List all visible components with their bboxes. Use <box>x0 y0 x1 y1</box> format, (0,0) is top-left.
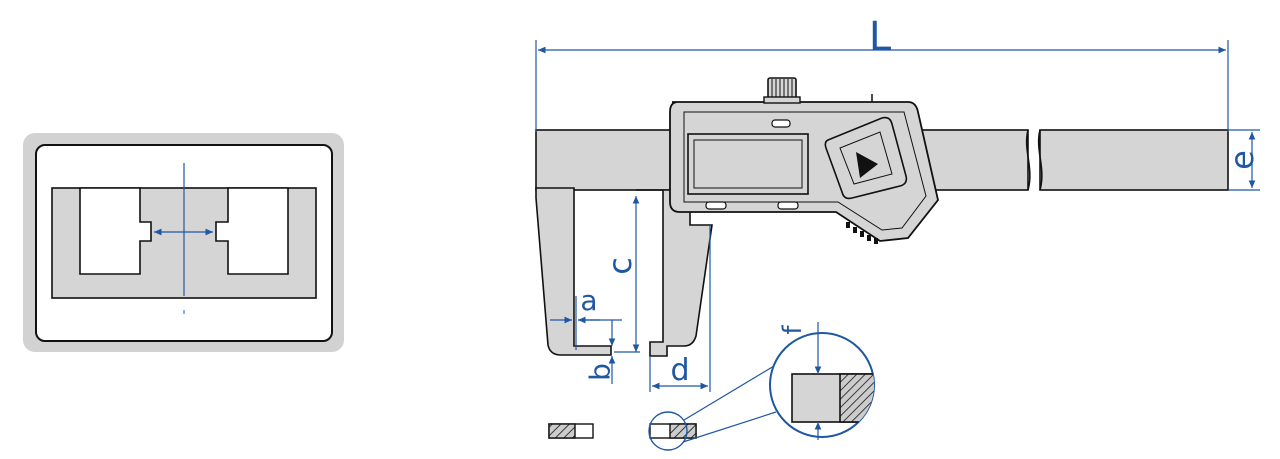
label-d: d <box>670 353 689 388</box>
section-slot-left <box>79 187 152 275</box>
label-a: a <box>580 284 597 317</box>
beam-break-left <box>1025 129 1031 191</box>
button-panel-inner <box>839 131 893 185</box>
label-c: c <box>601 257 639 275</box>
grip-teeth <box>846 222 878 244</box>
label-f: f <box>778 325 808 335</box>
lcd-inner <box>693 139 803 189</box>
detail-leader-lower <box>682 411 777 443</box>
detail-leader-upper <box>683 365 775 421</box>
label-e: e <box>1223 150 1261 170</box>
lcd-screen <box>687 133 809 195</box>
button-slot-right <box>777 201 799 210</box>
sliding-jaw <box>636 189 713 357</box>
beam-right <box>1039 129 1229 191</box>
beam-break-right <box>1037 129 1043 191</box>
section-slot-right <box>215 187 289 275</box>
detail-zoom <box>769 322 875 440</box>
button-slot-top <box>771 119 791 128</box>
play-triangle-icon <box>856 152 878 178</box>
label-b: b <box>584 363 617 381</box>
roller-base <box>763 96 801 104</box>
fixed-jaw <box>535 187 612 356</box>
dimension-lines <box>535 40 1260 392</box>
button-slot-left <box>705 201 727 210</box>
detail-marker-circle <box>648 411 688 451</box>
cross-section-view <box>23 133 344 352</box>
caliper-elevation <box>535 77 1229 451</box>
label-L: L <box>869 14 892 60</box>
